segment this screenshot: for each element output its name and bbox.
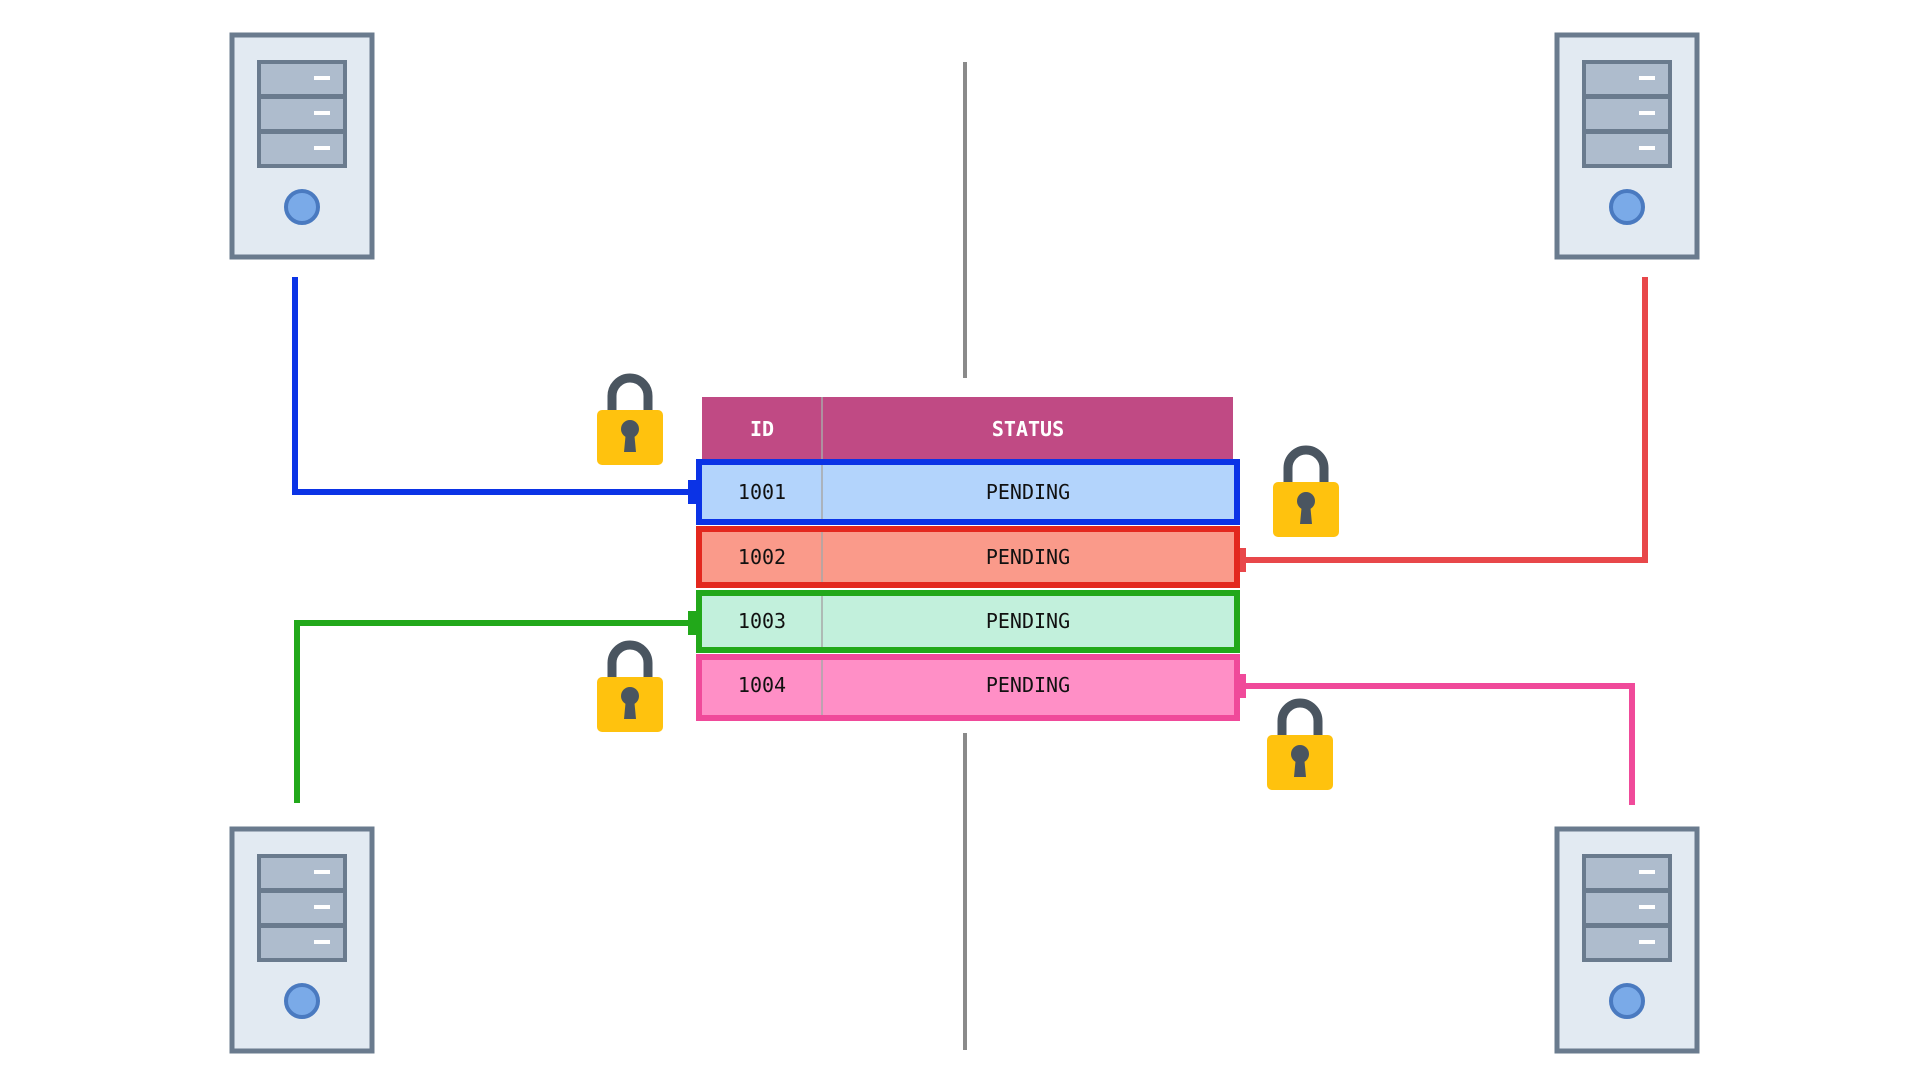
cell-status: PENDING: [986, 480, 1070, 504]
cell-id: 1001: [738, 480, 786, 504]
column-header-id: ID: [750, 417, 774, 441]
lock-icon: [1267, 703, 1333, 790]
table-header: [702, 397, 1233, 459]
lock-icon: [1273, 450, 1339, 537]
table-row[interactable]: 1001 PENDING: [696, 459, 1240, 525]
server-icon: [232, 829, 372, 1051]
cell-id: 1002: [738, 545, 786, 569]
table-row[interactable]: 1004 PENDING: [696, 654, 1240, 721]
table-row[interactable]: 1003 PENDING: [696, 590, 1240, 653]
column-header-status: STATUS: [992, 417, 1064, 441]
cell-id: 1003: [738, 609, 786, 633]
connection-blue: [292, 277, 692, 495]
connection-green: [294, 620, 692, 803]
cell-id: 1004: [738, 673, 786, 697]
connector-green: [688, 611, 698, 635]
lock-icon: [597, 378, 663, 465]
data-table: ID STATUS 1001 PENDING 1002 PENDING 1003…: [696, 397, 1240, 721]
lock-icon: [597, 645, 663, 732]
server-icon: [232, 35, 372, 257]
connector-pink: [1236, 674, 1246, 698]
cell-status: PENDING: [986, 609, 1070, 633]
table-row[interactable]: 1002 PENDING: [696, 526, 1240, 588]
connector-red: [1236, 548, 1246, 572]
server-icon: [1557, 829, 1697, 1051]
connection-red: [1242, 277, 1648, 563]
connector-blue: [688, 480, 698, 504]
cell-status: PENDING: [986, 545, 1070, 569]
cell-status: PENDING: [986, 673, 1070, 697]
connection-pink: [1242, 683, 1635, 805]
server-icon: [1557, 35, 1697, 257]
